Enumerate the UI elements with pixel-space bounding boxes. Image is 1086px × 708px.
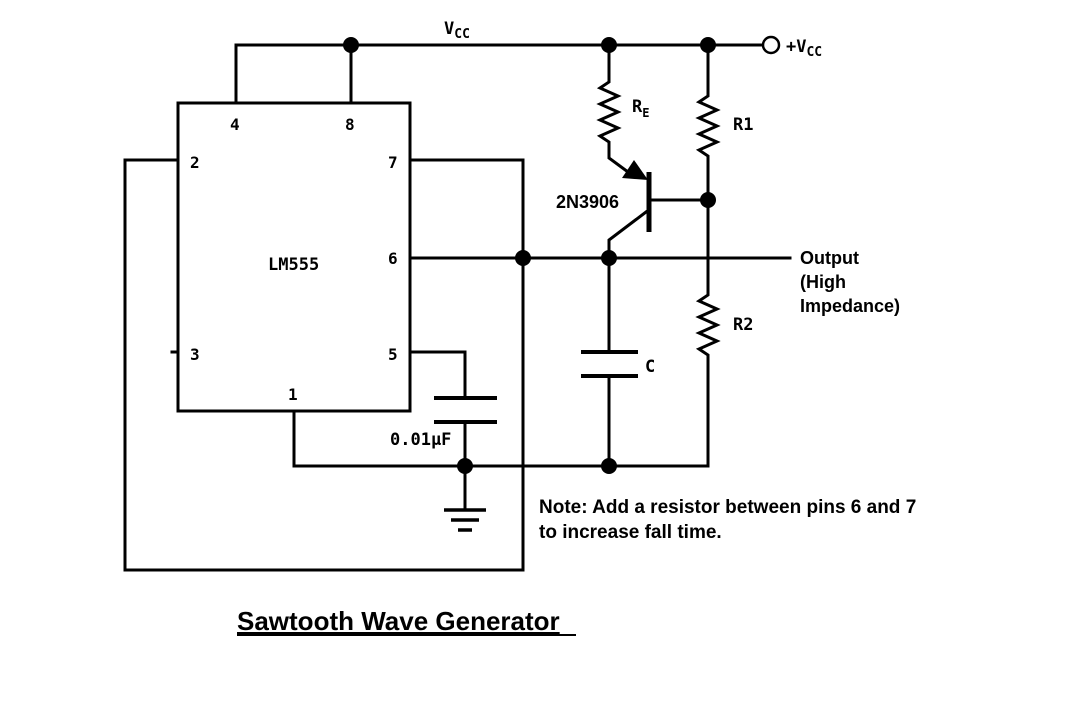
vcc-terminal bbox=[761, 35, 781, 55]
pin-7-label: 7 bbox=[388, 153, 398, 172]
vcc-terminal-label: +VCC bbox=[786, 37, 822, 60]
transistor-collector bbox=[607, 209, 649, 260]
r1-resistor bbox=[695, 45, 721, 200]
pin-1-label: 1 bbox=[288, 385, 298, 404]
pin-3-label: 3 bbox=[190, 345, 200, 364]
re-label: RE bbox=[632, 97, 649, 120]
diagram-title: Sawtooth Wave Generator bbox=[237, 606, 560, 636]
ground-icon bbox=[444, 508, 486, 532]
pin-5-label: 5 bbox=[388, 345, 398, 364]
c-label: C bbox=[645, 357, 655, 377]
r2-resistor bbox=[695, 200, 721, 466]
r2-label: R2 bbox=[733, 315, 753, 335]
pin-6-label: 6 bbox=[388, 249, 398, 268]
emitter-arrow-icon bbox=[622, 160, 648, 180]
pin-4-label: 4 bbox=[230, 115, 240, 134]
vcc-rail-wire bbox=[234, 43, 764, 105]
ic-name-label: LM555 bbox=[268, 255, 319, 275]
r1-label: R1 bbox=[733, 115, 753, 135]
junction-node bbox=[515, 250, 531, 266]
re-resistor bbox=[596, 45, 629, 174]
note-line-2: to increase fall time. bbox=[539, 522, 722, 543]
note-line-1: Note: Add a resistor between pins 6 and … bbox=[539, 497, 916, 518]
transistor-label: 2N3906 bbox=[556, 192, 619, 212]
pin-2-label: 2 bbox=[190, 153, 200, 172]
junction-node bbox=[343, 37, 359, 53]
junction-node bbox=[601, 458, 617, 474]
decoupling-cap-label: 0.01μF bbox=[390, 430, 451, 450]
pin-8-label: 8 bbox=[345, 115, 355, 134]
output-label-line-2: (High bbox=[800, 272, 846, 292]
pin-5-wire bbox=[408, 350, 467, 400]
output-label-line-3: Impedance) bbox=[800, 296, 900, 316]
pin-2-loop-wire bbox=[123, 158, 525, 572]
vcc-rail-label: VCC bbox=[444, 19, 470, 42]
output-label-line-1: Output bbox=[800, 248, 859, 268]
ground-bus-wire bbox=[292, 409, 710, 468]
